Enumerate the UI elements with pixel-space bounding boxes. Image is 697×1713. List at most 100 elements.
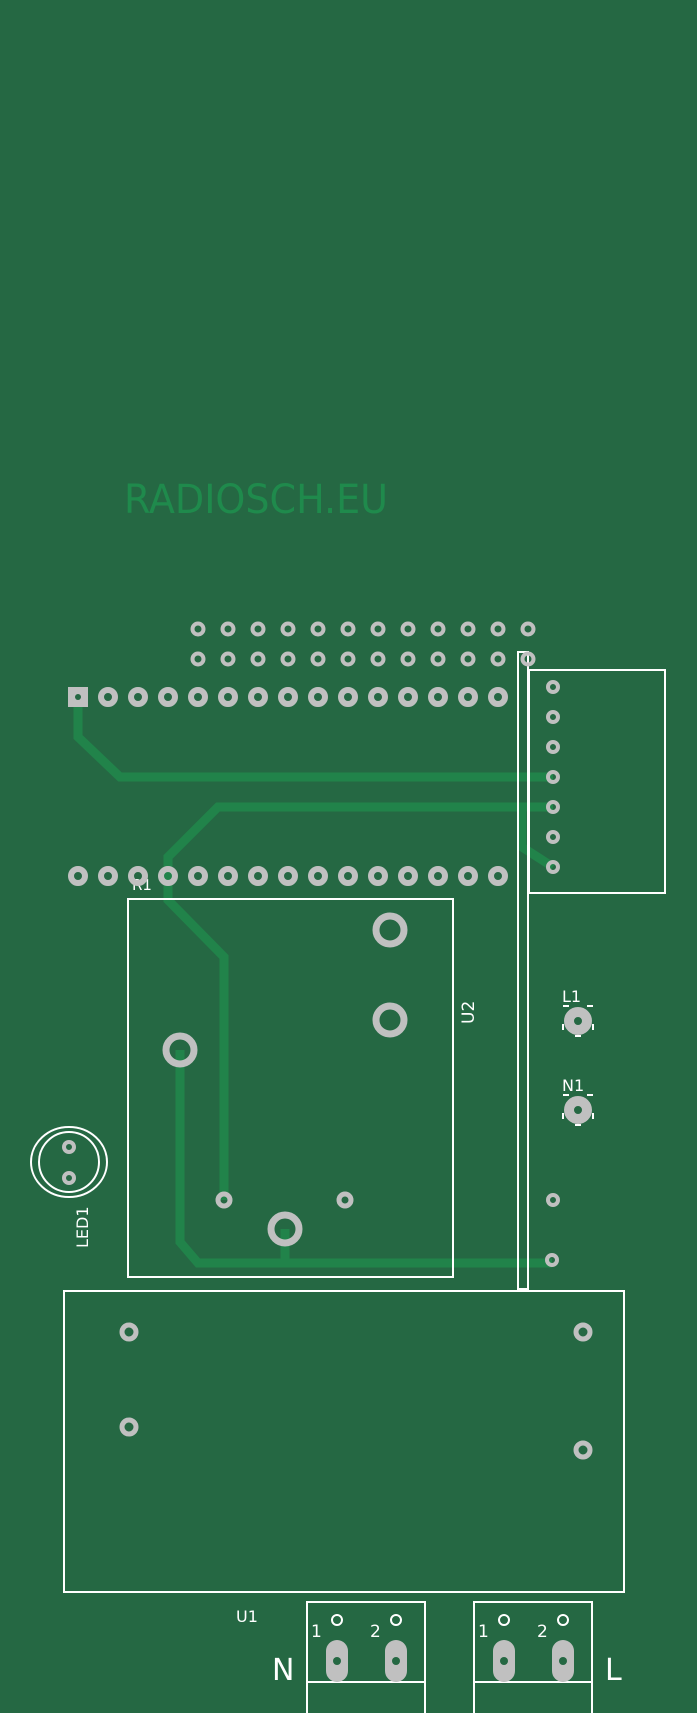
- terminal-l-mark-1: [498, 1614, 510, 1626]
- strip-outline: [517, 651, 529, 1290]
- module-header-bottom-pad: [278, 866, 298, 886]
- n1-label: N1: [562, 1076, 584, 1095]
- module-header-bottom-pad: [188, 866, 208, 886]
- module-header-pad: [488, 687, 508, 707]
- module-header-pad: [338, 687, 358, 707]
- l1-pad: [564, 1007, 592, 1035]
- module-header-pad: [458, 687, 478, 707]
- module-header-pad: [428, 687, 448, 707]
- header-top-pad: [400, 621, 416, 637]
- header-second-pad: [220, 651, 236, 667]
- header-top-pad: [520, 621, 536, 637]
- terminal-l-pad-2-hole: [559, 1657, 567, 1665]
- terminal-n-label: N: [272, 1653, 294, 1688]
- silkscreen: R1 U2 L1 N1 LED1 U1 N L 1 2 1 2: [30, 651, 666, 1713]
- header-top-pad: [340, 621, 356, 637]
- header-top-pad: [220, 621, 236, 637]
- terminal-l-label: L: [605, 1653, 622, 1688]
- led1-pad: [62, 1140, 76, 1154]
- module-header-pad: [398, 687, 418, 707]
- u2-outline: [127, 898, 454, 1278]
- header-second-pad: [250, 651, 266, 667]
- module-header-bottom-pad: [338, 866, 358, 886]
- module-header-pad: [128, 687, 148, 707]
- n1-pad: [564, 1096, 592, 1124]
- u1-outline: [63, 1290, 625, 1593]
- connector-pad: [546, 830, 560, 844]
- module-header-bottom-pad: [248, 866, 268, 886]
- module-header-bottom-pad: [308, 866, 328, 886]
- module-header-pad: [278, 687, 298, 707]
- l1-outline: [562, 1005, 594, 1037]
- header-second-pad: [370, 651, 386, 667]
- module-header-pad: [98, 687, 118, 707]
- terminal-l-pin1-label: 1: [478, 1622, 489, 1642]
- pads: [62, 621, 593, 1682]
- logo-text: RADIOSCH.EU: [124, 477, 388, 523]
- terminal-l-mark-2: [557, 1614, 569, 1626]
- header-top-pad: [430, 621, 446, 637]
- module-header-pad: [308, 687, 328, 707]
- module-header-pad: [368, 687, 388, 707]
- trace-3: [517, 807, 556, 871]
- header-second-pad: [190, 651, 206, 667]
- module-header-bottom-pad: [368, 866, 388, 886]
- header-top-pad: [280, 621, 296, 637]
- side-small-pad: [545, 1253, 559, 1267]
- u1-pad: [119, 1417, 139, 1437]
- connector-pad: [546, 860, 560, 874]
- u2-label: U2: [459, 1001, 479, 1024]
- module-pin1-square-pad-hole: [75, 694, 81, 700]
- u1-pad: [119, 1322, 139, 1342]
- module-header-bottom-pad: [158, 866, 178, 886]
- trace-1: [73, 697, 553, 782]
- u1-pad: [573, 1322, 593, 1342]
- header-second-pad: [520, 651, 536, 667]
- u1-label: U1: [236, 1607, 258, 1626]
- terminal-n-pad-1-hole: [333, 1657, 341, 1665]
- header-second-pad: [400, 651, 416, 667]
- header-top-pad: [370, 621, 386, 637]
- u1-pad: [573, 1440, 593, 1460]
- terminal-n-pin2-label: 2: [370, 1622, 381, 1642]
- module-header-bottom-pad: [128, 866, 148, 886]
- u2-large-pad: [162, 1032, 198, 1068]
- connector-pad: [546, 800, 560, 814]
- u2-large-pad: [267, 1211, 303, 1247]
- module-header-pad: [188, 687, 208, 707]
- terminal-l-pin2-label: 2: [537, 1622, 548, 1642]
- terminal-n-outline: [306, 1601, 426, 1713]
- terminal-l-outline: [473, 1601, 593, 1713]
- copper-traces: [73, 697, 556, 1268]
- header-second-pad: [460, 651, 476, 667]
- led1-label: LED1: [73, 1206, 92, 1248]
- connector-pad: [546, 710, 560, 724]
- header-second-pad: [280, 651, 296, 667]
- terminal-n-mark-1: [331, 1614, 343, 1626]
- terminal-l-pad-1-hole: [500, 1657, 508, 1665]
- module-header-bottom-pad: [98, 866, 118, 886]
- header-top-pad: [250, 621, 266, 637]
- led1-pad: [62, 1171, 76, 1185]
- terminal-n-pad-2-hole: [392, 1657, 400, 1665]
- header-second-pad: [310, 651, 326, 667]
- trace-2: [163, 802, 553, 1200]
- header-second-pad: [430, 651, 446, 667]
- module-header-pad: [158, 687, 178, 707]
- u2-small-pad: [336, 1191, 354, 1209]
- connector-pad: [546, 680, 560, 694]
- module-header-bottom-pad: [488, 866, 508, 886]
- terminal-n-mark-2: [390, 1614, 402, 1626]
- u2-large-pad: [372, 1002, 408, 1038]
- header-top-pad: [310, 621, 326, 637]
- side-small-pad: [546, 1193, 560, 1207]
- module-header-bottom-pad: [458, 866, 478, 886]
- trace-4: [175, 1050, 552, 1268]
- header-top-pad: [190, 621, 206, 637]
- header-second-pad: [490, 651, 506, 667]
- header-second-pad: [340, 651, 356, 667]
- l1-label: L1: [562, 987, 581, 1006]
- connector-pad: [546, 740, 560, 754]
